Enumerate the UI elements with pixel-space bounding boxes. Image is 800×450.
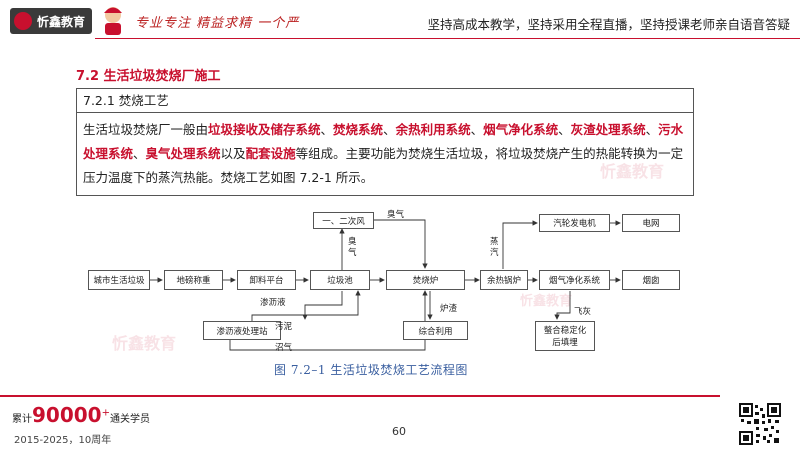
label-slag: 炉渣	[440, 304, 458, 314]
body-text-segment: 、	[383, 122, 396, 137]
watermark-text: 忻鑫教育	[600, 162, 665, 181]
highlight-term: 污水处理系统	[83, 122, 684, 161]
highlight-term: 烟气净化系统	[483, 122, 559, 137]
body-text-segment: 、	[470, 122, 484, 137]
label-biogas: 沼气	[275, 343, 293, 353]
watermark-text: 忻鑫教育	[520, 294, 573, 309]
content-box: 7.2.1 焚烧工艺 生活垃圾焚烧厂一般由垃圾接收及储存系统、焚烧系统、余热利用…	[76, 88, 694, 196]
node-unloading-platform: 卸料平台	[237, 270, 296, 290]
subsection-title: 7.2.1 焚烧工艺	[77, 89, 693, 113]
body-text-segment: 等组成。主要功能为焚烧生活垃圾，将垃圾焚烧产生的热能转换为一定压力温度下的蒸汽热…	[83, 146, 684, 185]
figure-caption: 图 7.2–1 生活垃圾焚烧工艺流程图	[274, 363, 468, 377]
body-text-segment: 、	[558, 122, 571, 137]
stat-prefix: 累计	[12, 414, 32, 425]
brand-logo: 忻鑫教育	[10, 8, 92, 34]
highlight-term: 余热利用系统	[395, 122, 471, 137]
highlight-term: 灰渣处理系统	[570, 122, 646, 137]
body-text-segment: 、	[645, 122, 659, 137]
node-weighbridge: 地磅称重	[164, 270, 223, 290]
node-comprehensive-utilization: 综合利用	[403, 321, 468, 340]
node-waste-heat-boiler: 余热锅炉	[480, 270, 528, 290]
node-primary-secondary-air: 一、二次风	[313, 212, 374, 229]
body-paragraph: 生活垃圾焚烧厂一般由垃圾接收及储存系统、焚烧系统、余热利用系统、烟气净化系统、灰…	[83, 118, 687, 190]
label-odor-top: 臭气	[387, 210, 405, 220]
qr-code-icon	[738, 402, 782, 446]
page-number: 60	[392, 425, 406, 438]
header-slogan-script: 专业专注 精益求精 一个严	[135, 16, 300, 31]
watermark-text: 忻鑫教育	[112, 334, 177, 353]
flow-connectors	[150, 219, 621, 351]
node-power-grid: 电网	[622, 214, 680, 232]
label-odor-side: 臭气	[348, 237, 357, 258]
node-fly-ash-landfill: 螯合稳定化后填埋	[535, 321, 595, 351]
node-incinerator: 焚烧炉	[386, 270, 465, 290]
anniversary-text: 2015-2025，10周年	[14, 435, 112, 446]
highlight-term: 配套设施	[245, 146, 296, 161]
label-sludge: 污泥	[275, 322, 293, 332]
header-slogan: 坚持高成本教学，坚持采用全程直播，坚持授课老师亲自语音答疑	[427, 17, 790, 32]
stat-suffix: 通关学员	[109, 414, 150, 425]
body-text-segment: 、	[133, 146, 146, 161]
node-waste: 城市生活垃圾	[88, 270, 150, 290]
mascot-icon	[104, 7, 122, 35]
footer-divider	[0, 395, 720, 397]
highlight-term: 焚烧系统	[333, 122, 384, 137]
highlight-term: 垃圾接收及储存系统	[208, 122, 321, 137]
page-header: 忻鑫教育 专业专注 精益求精 一个严 坚持高成本教学，坚持采用全程直播，坚持授课…	[0, 0, 800, 40]
process-flow-diagram: 城市生活垃圾 地磅称重 卸料平台 垃圾池 焚烧炉 余热锅炉 烟气净化系统 烟囱 …	[80, 205, 680, 385]
node-flue-gas-treatment: 烟气净化系统	[539, 270, 610, 290]
body-text-segment: 、	[320, 122, 334, 137]
label-leachate: 渗沥液	[260, 298, 286, 308]
highlight-term: 臭气处理系统	[145, 146, 221, 161]
stat-number: 90000	[32, 403, 102, 427]
label-fly-ash: 飞灰	[574, 307, 592, 317]
stat-plus: +	[101, 407, 110, 419]
label-steam: 蒸汽	[490, 237, 499, 258]
body-text-segment: 生活垃圾焚烧厂一般由	[83, 122, 209, 137]
node-waste-pit: 垃圾池	[310, 270, 370, 290]
header-divider	[95, 38, 800, 39]
body-text-segment: 以及	[220, 146, 246, 161]
learner-stat: 累计90000+通关学员	[12, 403, 150, 427]
section-title: 7.2 生活垃圾焚烧厂施工	[76, 69, 221, 84]
logo-text: 忻鑫教育	[37, 14, 86, 29]
node-chimney: 烟囱	[622, 270, 680, 290]
node-leachate-station: 渗沥液处理站	[203, 321, 281, 340]
node-steam-turbine: 汽轮发电机	[539, 214, 610, 232]
logo-icon	[14, 12, 32, 30]
